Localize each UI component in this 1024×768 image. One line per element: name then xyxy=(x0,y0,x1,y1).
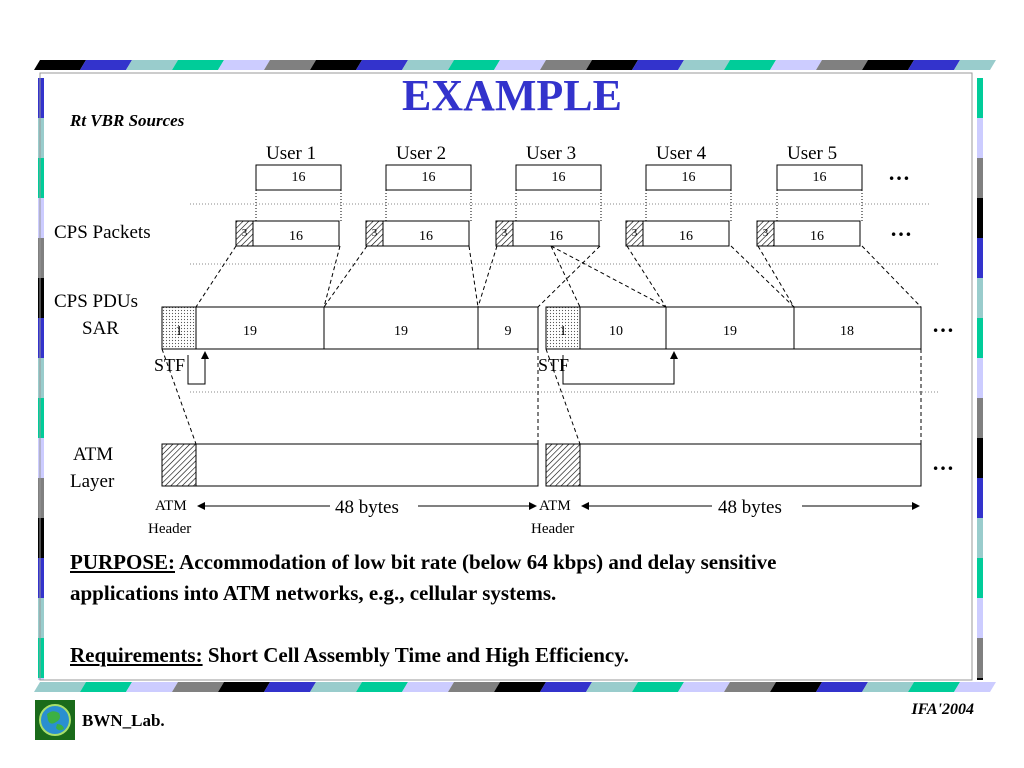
atm-header-label-2: ATM xyxy=(539,498,571,514)
pdu1-stf-value: 1 xyxy=(175,324,183,339)
ellipsis: … xyxy=(890,216,912,241)
user-label-4: User 4 xyxy=(656,143,707,164)
conference-name: IFA'2004 xyxy=(911,701,974,718)
requirements-line: Requirements: Short Cell Assembly Time a… xyxy=(70,643,629,668)
cps-packet-payload xyxy=(252,220,340,247)
bytes-label-1: 48 bytes xyxy=(335,497,399,518)
cps-header-value: 3 xyxy=(762,227,769,239)
user-payload-box xyxy=(645,164,732,191)
user-payload-box xyxy=(255,164,342,191)
stf-label-2: STF xyxy=(538,355,570,375)
user-payload-box xyxy=(385,164,472,191)
stf-label-1: STF xyxy=(154,355,186,375)
user-label-1: User 1 xyxy=(266,143,317,164)
bytes-label-2: 48 bytes xyxy=(718,497,782,518)
pdu1-seg-3: 9 xyxy=(504,324,512,339)
cps-packet-payload xyxy=(642,220,730,247)
cps-payload-value: 16 xyxy=(549,229,563,244)
user-payload-value: 16 xyxy=(421,170,436,185)
lab-name: BWN_Lab. xyxy=(82,711,165,730)
cps-header-value: 3 xyxy=(631,227,638,239)
purpose-line-1: PURPOSE: Accommodation of low bit rate (… xyxy=(70,550,776,575)
pdu1-seg-1: 19 xyxy=(243,324,257,339)
cps-packet-payload xyxy=(382,220,470,247)
cps-header-value: 3 xyxy=(371,227,378,239)
slide-title: EXAMPLE xyxy=(402,71,622,120)
cps-header-value: 3 xyxy=(241,227,248,239)
purpose-line-2: applications into ATM networks, e.g., ce… xyxy=(70,581,557,605)
cps-payload-value: 16 xyxy=(810,229,824,244)
pdu-atm-lines xyxy=(161,348,922,445)
atm-layer-label: ATM xyxy=(73,444,114,465)
user-label-3: User 3 xyxy=(526,143,577,164)
requirements-label: Requirements: xyxy=(70,643,203,667)
ellipsis: … xyxy=(932,450,954,475)
ellipsis: … xyxy=(888,160,910,185)
pdu1-seg-2: 19 xyxy=(394,324,408,339)
cps-packet-payload xyxy=(512,220,600,247)
user-payload-value: 16 xyxy=(291,170,306,185)
user-payload-box xyxy=(776,164,863,191)
atm-payload-cell-2 xyxy=(579,443,922,487)
pdu2-seg-3: 18 xyxy=(840,324,854,339)
atm-header-label-1b: Header xyxy=(148,521,192,537)
user-label-5: User 5 xyxy=(787,143,838,164)
globe-logo-icon xyxy=(35,700,75,740)
cps-header-value: 3 xyxy=(501,227,508,239)
user-label-2: User 2 xyxy=(396,143,447,164)
user-payload-value: 16 xyxy=(681,170,696,185)
cps-payload-value: 16 xyxy=(419,229,433,244)
cps-payload-value: 16 xyxy=(679,229,693,244)
cps-pdu-2 xyxy=(579,306,922,350)
stf-field-1 xyxy=(161,306,197,350)
purpose-label: PURPOSE: xyxy=(70,550,175,574)
user-payload-value: 16 xyxy=(812,170,827,185)
requirements-text: Short Cell Assembly Time and High Effici… xyxy=(207,643,629,667)
stf-pointer-2 xyxy=(562,351,678,385)
pdu2-stf-value: 1 xyxy=(559,324,567,339)
atm-header-cell-2 xyxy=(545,443,581,487)
cps-pdu-1 xyxy=(195,306,539,350)
cps-payload-value: 16 xyxy=(289,229,303,244)
mapping-lines xyxy=(195,245,922,308)
user-payload-value: 16 xyxy=(551,170,566,185)
pdu2-seg-1: 10 xyxy=(609,324,623,339)
slide-subtitle: Rt VBR Sources xyxy=(70,111,185,130)
cps-pdus-label: CPS PDUs xyxy=(54,291,138,312)
cps-packet-payload xyxy=(773,220,861,247)
atm-layer-label-2: Layer xyxy=(70,471,115,492)
cps-packets-label: CPS Packets xyxy=(54,222,151,243)
atm-payload-cell-1 xyxy=(195,443,539,487)
atm-diagram xyxy=(161,164,940,510)
purpose-text-1: Accommodation of low bit rate (below 64 … xyxy=(179,550,777,574)
atm-header-cell-1 xyxy=(161,443,197,487)
user-payload-box xyxy=(515,164,602,191)
atm-header-label-2b: Header xyxy=(531,521,575,537)
sar-label: SAR xyxy=(82,318,119,339)
pdu2-seg-2: 19 xyxy=(723,324,737,339)
stf-pointer-1 xyxy=(187,351,209,385)
atm-header-label-1: ATM xyxy=(155,498,187,514)
ellipsis: … xyxy=(932,312,954,337)
